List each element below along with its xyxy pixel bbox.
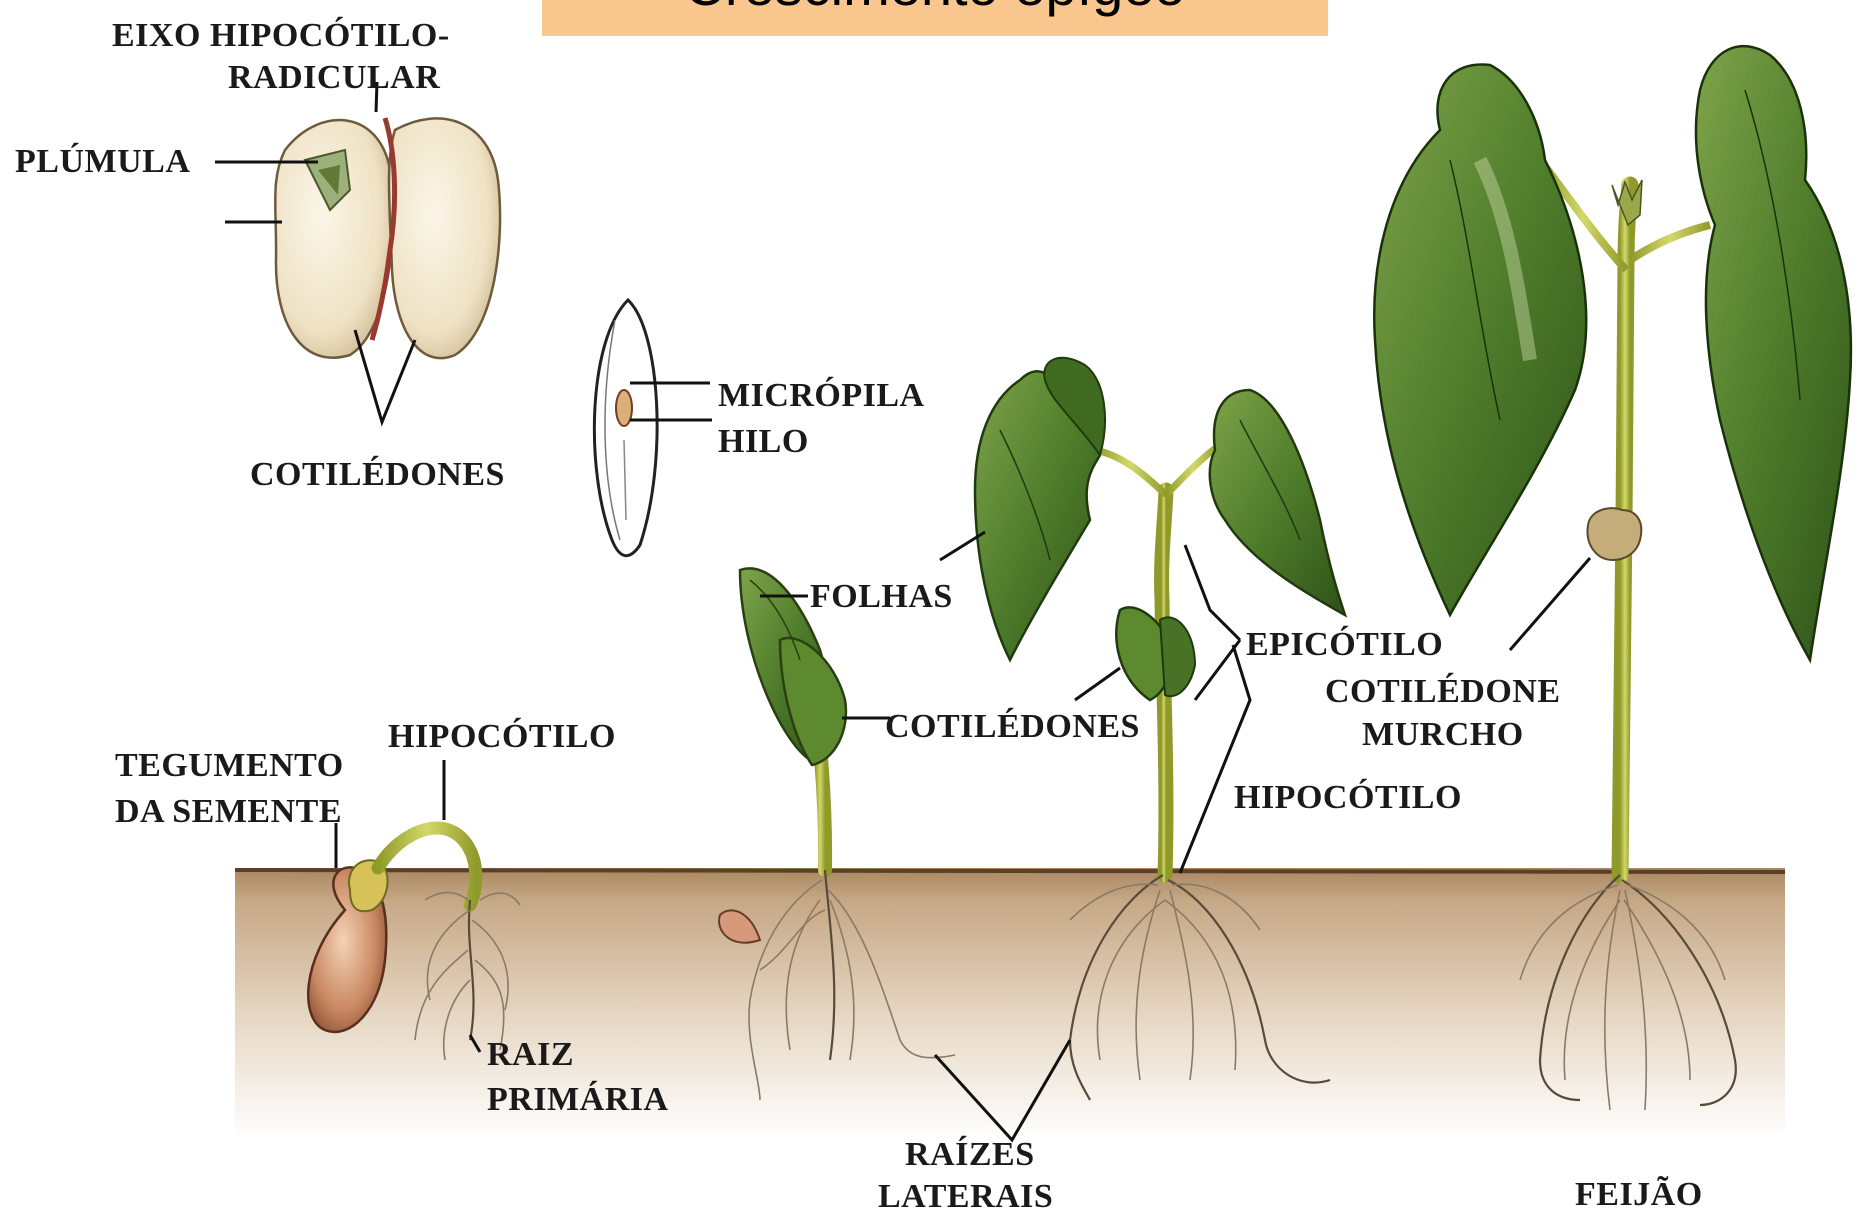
label-cotiledones-seed: COTILÉDONES [250, 456, 505, 493]
label-raiz-line1: RAIZ [487, 1036, 574, 1073]
label-raiz-line2: PRIMÁRIA [487, 1081, 669, 1118]
label-folhas: FOLHAS [810, 578, 953, 615]
label-micropila: MICRÓPILA [718, 376, 925, 414]
label-eixo-line1: EIXO HIPOCÓTILO- [112, 16, 450, 54]
soil-surface-line [235, 870, 1785, 872]
label-cotiledones-mid: COTILÉDONES [885, 708, 1140, 745]
label-plumula: PLÚMULA [15, 142, 190, 180]
label-epicotilo: EPICÓTILO [1246, 625, 1443, 663]
label-cotiledone-line1: COTILÉDONE [1325, 673, 1561, 710]
label-eixo-line2: RADICULAR [228, 59, 440, 96]
seed-outline [594, 300, 657, 556]
label-cotiledone-line2: MURCHO [1362, 716, 1524, 753]
label-tegumento-line1: TEGUMENTO [115, 747, 344, 784]
label-hilo: HILO [718, 423, 809, 460]
label-tegumento-line2: DA SEMENTE [115, 793, 342, 830]
label-raizes-line2: LATERAIS [878, 1178, 1053, 1214]
label-hipocotilo-right: HIPOCÓTILO [1234, 778, 1462, 816]
label-hipocotilo-left: HIPOCÓTILO [388, 717, 616, 755]
page-title: Crescimento epígeo [542, 0, 1328, 14]
title-banner: Crescimento epígeo [542, 0, 1328, 36]
label-feijao: FEIJÃO [1575, 1176, 1703, 1213]
label-raizes-line1: RAÍZES [905, 1136, 1035, 1173]
open-seed [275, 118, 500, 358]
